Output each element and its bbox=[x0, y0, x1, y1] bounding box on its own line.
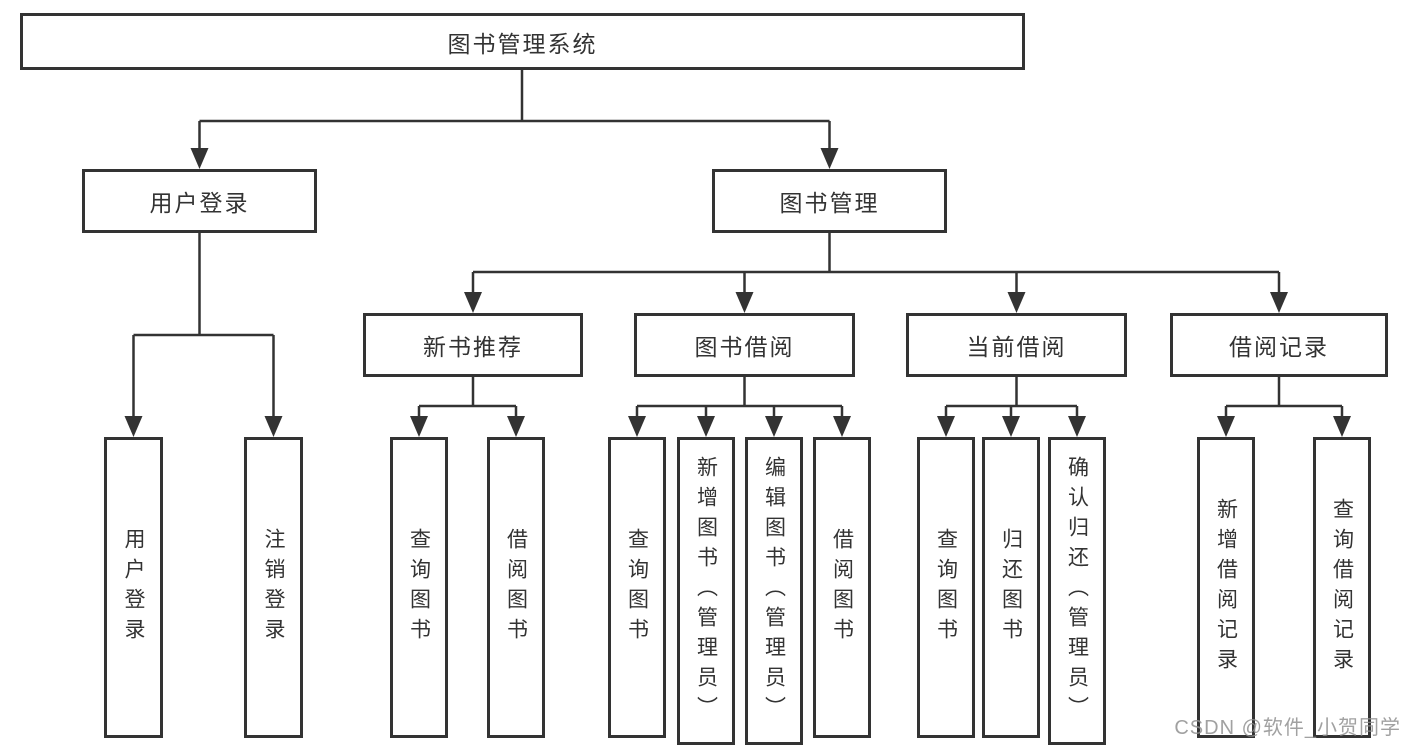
arrowhead bbox=[1002, 416, 1020, 437]
node-borrow-records-label: 借阅记录 bbox=[1229, 334, 1329, 360]
arrowhead bbox=[697, 416, 715, 437]
leaf-borrow-add-admin: 新增图书（管理员） bbox=[677, 437, 735, 745]
node-current-borrow-label: 当前借阅 bbox=[966, 334, 1067, 360]
arrowhead bbox=[1217, 416, 1235, 437]
node-book-borrow-label: 图书借阅 bbox=[694, 334, 795, 360]
leaf-logout-label: 注销登录 bbox=[262, 527, 285, 648]
arrowheads bbox=[124, 148, 1351, 437]
csdn-watermark: CSDN @软件_小贺同学 bbox=[1174, 717, 1401, 739]
node-book-management-label: 图书管理 bbox=[779, 190, 880, 216]
node-book-management: 图书管理 bbox=[712, 169, 947, 233]
leaf-borrow-query-label: 查询图书 bbox=[625, 527, 649, 648]
leaf-borrow-edit-admin: 编辑图书（管理员） bbox=[745, 437, 803, 745]
node-root: 图书管理系统 bbox=[20, 13, 1025, 70]
leaf-borrow-book-label: 借阅图书 bbox=[830, 527, 854, 648]
leaf-borrow-add-admin-label: 新增图书（管理员） bbox=[694, 456, 718, 726]
arrowhead bbox=[507, 416, 525, 437]
node-new-book-recommend: 新书推荐 bbox=[363, 313, 583, 377]
leaf-newbook-query-label: 查询图书 bbox=[407, 527, 431, 648]
node-user-login-label: 用户登录 bbox=[149, 190, 250, 216]
leaf-records-add-label: 新增借阅记录 bbox=[1214, 497, 1238, 678]
arrowhead bbox=[833, 416, 851, 437]
leaf-borrow-query: 查询图书 bbox=[608, 437, 666, 738]
connector-user-login-to-leaves bbox=[132, 233, 275, 419]
arrowhead bbox=[765, 416, 783, 437]
arrowhead bbox=[410, 416, 428, 437]
leaf-current-confirm-admin: 确认归还（管理员） bbox=[1048, 437, 1106, 745]
arrowhead bbox=[820, 148, 839, 169]
connector-book-management-to-level3 bbox=[471, 233, 1281, 295]
leaf-records-add: 新增借阅记录 bbox=[1197, 437, 1255, 738]
node-book-borrow: 图书借阅 bbox=[634, 313, 855, 377]
connector-root-to-level2 bbox=[198, 70, 831, 151]
arrowhead bbox=[264, 416, 283, 437]
leaf-current-return-label: 归还图书 bbox=[999, 527, 1023, 648]
leaf-newbook-borrow: 借阅图书 bbox=[487, 437, 545, 738]
node-borrow-records: 借阅记录 bbox=[1170, 313, 1388, 377]
node-root-label: 图书管理系统 bbox=[447, 30, 598, 57]
leaf-records-query: 查询借阅记录 bbox=[1313, 437, 1371, 738]
arrowhead bbox=[1270, 292, 1288, 313]
leaf-borrow-book: 借阅图书 bbox=[813, 437, 871, 738]
arrowhead bbox=[190, 148, 209, 169]
connector-borrow-records-to-leaves bbox=[1224, 377, 1344, 419]
leaf-records-query-label: 查询借阅记录 bbox=[1330, 497, 1354, 678]
arrowhead bbox=[1068, 416, 1086, 437]
node-new-book-recommend-label: 新书推荐 bbox=[423, 334, 523, 360]
leaf-newbook-query: 查询图书 bbox=[390, 437, 448, 738]
arrowhead bbox=[1007, 292, 1026, 313]
leaf-user-login-label: 用户登录 bbox=[122, 527, 145, 648]
node-current-borrow: 当前借阅 bbox=[906, 313, 1127, 377]
arrowhead bbox=[1333, 416, 1351, 437]
leaf-borrow-edit-admin-label: 编辑图书（管理员） bbox=[762, 456, 786, 726]
arrowhead bbox=[937, 416, 955, 437]
connector-current-borrow-to-leaves bbox=[944, 377, 1079, 419]
connector-book-borrow-to-leaves bbox=[635, 377, 844, 419]
node-user-login: 用户登录 bbox=[82, 169, 317, 233]
connector-new-book-to-leaves bbox=[417, 377, 518, 419]
leaf-user-login: 用户登录 bbox=[104, 437, 163, 738]
arrowhead bbox=[464, 292, 482, 313]
leaf-current-return: 归还图书 bbox=[982, 437, 1040, 738]
leaf-newbook-borrow-label: 借阅图书 bbox=[504, 527, 528, 648]
arrowhead bbox=[124, 416, 143, 437]
leaf-current-query-label: 查询图书 bbox=[934, 527, 958, 648]
arrowhead bbox=[628, 416, 646, 437]
arrowhead bbox=[735, 292, 754, 313]
leaf-logout: 注销登录 bbox=[244, 437, 303, 738]
leaf-current-query: 查询图书 bbox=[917, 437, 975, 738]
leaf-current-confirm-admin-label: 确认归还（管理员） bbox=[1065, 456, 1089, 726]
